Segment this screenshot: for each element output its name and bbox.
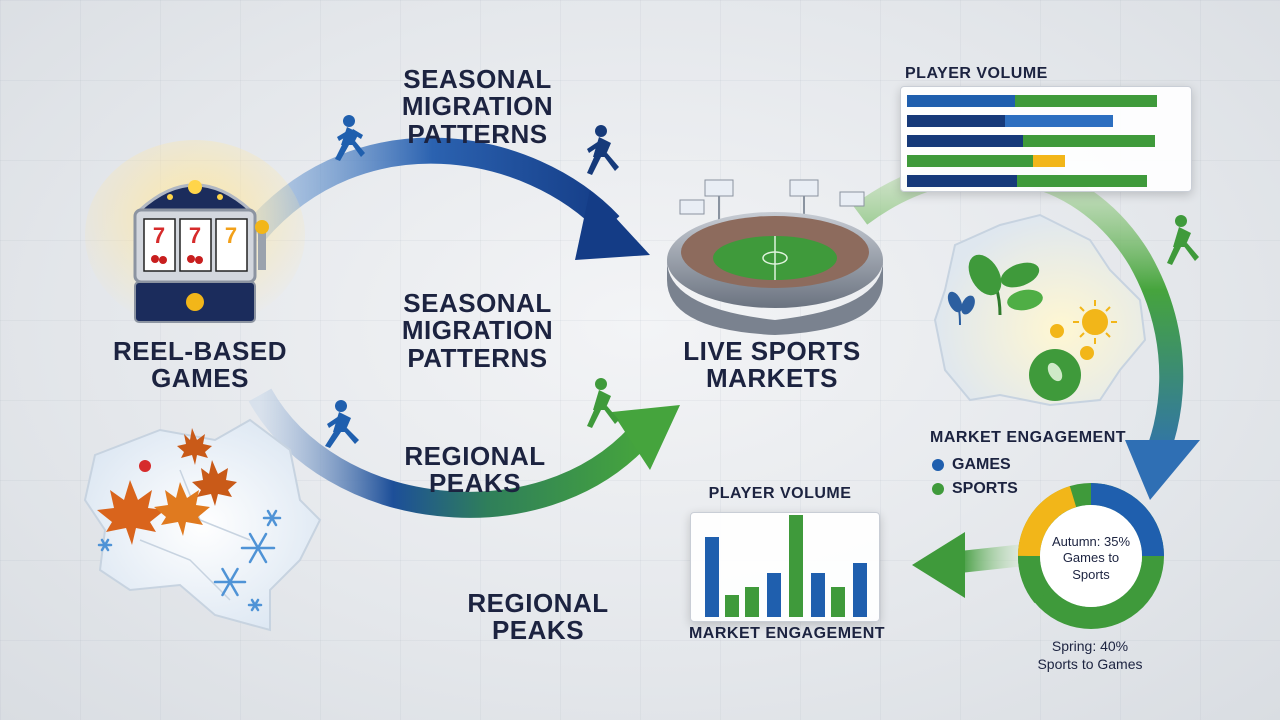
legend-item-sports: SPORTS xyxy=(932,480,1018,498)
bar-sports xyxy=(907,155,1033,167)
seasonal-migration-label-top: SEASONAL MIGRATION PATTERNS xyxy=(390,64,565,149)
column-sports xyxy=(789,515,803,617)
donut-center-text: Autumn: 35% Games to Sports xyxy=(1036,534,1146,583)
donut-line: Autumn: 35% xyxy=(1051,534,1131,549)
engagement-bar-chart xyxy=(705,515,867,617)
runner-icon xyxy=(335,115,365,161)
donut-hole xyxy=(1040,505,1142,607)
arrow-return-to-charts xyxy=(912,532,1027,598)
label-line: PATTERNS xyxy=(407,342,548,373)
label-line: GAMES xyxy=(151,363,249,394)
label-line: REGIONAL xyxy=(404,441,546,471)
label-line: PEAKS xyxy=(491,615,585,646)
svg-text:7: 7 xyxy=(189,223,201,248)
legend-swatch xyxy=(932,483,944,495)
donut-segment-highlight xyxy=(1017,486,1077,557)
column-sports xyxy=(725,595,739,617)
donut-line: Sports xyxy=(1072,566,1110,582)
stadium-icon xyxy=(667,179,883,335)
market-engagement-legend-title: MARKET ENGAGEMENT xyxy=(930,429,1127,446)
label-line: LIVE SPORTS xyxy=(683,336,861,366)
column-games xyxy=(767,573,781,617)
runner-icon xyxy=(1167,215,1199,265)
live-sports-markets-label: LIVE SPORTS MARKETS xyxy=(672,336,872,394)
donut-caption: Spring: 40% Sports to Games xyxy=(1010,638,1170,673)
legend-label: SPORTS xyxy=(952,480,1018,497)
label-line: PATTERNS xyxy=(407,118,548,149)
market-engagement-title-chart: MARKET ENGAGEMENT xyxy=(688,625,886,642)
label-line: MARKETS xyxy=(705,363,839,394)
reel-based-games-label: REEL-BASED GAMES xyxy=(105,336,295,394)
region-map-icon xyxy=(83,418,322,632)
player-volume-title-top: PLAYER VOLUME xyxy=(905,65,1048,82)
player-volume-title-chart: PLAYER VOLUME xyxy=(708,485,852,502)
runner-icon xyxy=(587,378,619,428)
bar-games xyxy=(907,135,1023,147)
donut-caption-line: Spring: 40% xyxy=(1051,638,1129,654)
player-volume-bars-panel xyxy=(900,86,1192,192)
label-line: REGIONAL xyxy=(467,588,609,618)
donut-segment-sports xyxy=(1018,555,1052,603)
label-line: SEASONAL xyxy=(403,64,552,94)
column-games xyxy=(853,563,867,617)
bar-games xyxy=(907,95,1015,107)
label-line: REEL-BASED xyxy=(112,336,287,366)
legend-swatch xyxy=(932,459,944,471)
snowflake-icon xyxy=(97,509,282,612)
column-games xyxy=(811,573,825,617)
label-line: MIGRATION xyxy=(401,315,554,346)
runner-icon xyxy=(325,400,359,448)
regional-peaks-label-low: REGIONAL PEAKS xyxy=(458,588,618,646)
slot-machine-icon: 7 7 7 xyxy=(85,140,305,330)
donut-line: Games to xyxy=(1062,550,1120,566)
legend-item-games: GAMES xyxy=(932,456,1011,474)
runner-icon xyxy=(587,125,619,175)
regional-peaks-label-mid: REGIONAL PEAKS xyxy=(395,441,555,499)
label-line: MIGRATION xyxy=(401,91,554,122)
arrow-lower-games-to-sports xyxy=(248,388,680,518)
column-sports xyxy=(745,587,759,617)
label-line: PEAKS xyxy=(428,468,522,499)
bar-games xyxy=(907,115,1005,127)
arrow-games-to-sports xyxy=(245,137,650,260)
donut-caption-line: Sports to Games xyxy=(1037,655,1143,672)
donut-segment-games xyxy=(1090,483,1164,557)
migration-donut xyxy=(1017,483,1164,629)
maple-leaf-icon xyxy=(97,428,237,545)
engagement-bar-chart-panel xyxy=(690,512,880,622)
plant-icon xyxy=(947,254,1081,401)
seasonal-migration-label-mid: SEASONAL MIGRATION PATTERNS xyxy=(390,288,565,373)
svg-text:7: 7 xyxy=(153,223,165,248)
sun-icon xyxy=(1050,300,1117,360)
label-line: SEASONAL xyxy=(403,288,552,318)
column-games xyxy=(705,537,719,617)
svg-text:7: 7 xyxy=(225,223,237,248)
player-volume-bars xyxy=(907,95,1157,187)
column-sports xyxy=(831,587,845,617)
legend-label: GAMES xyxy=(952,456,1011,473)
bar-games xyxy=(907,175,1017,187)
